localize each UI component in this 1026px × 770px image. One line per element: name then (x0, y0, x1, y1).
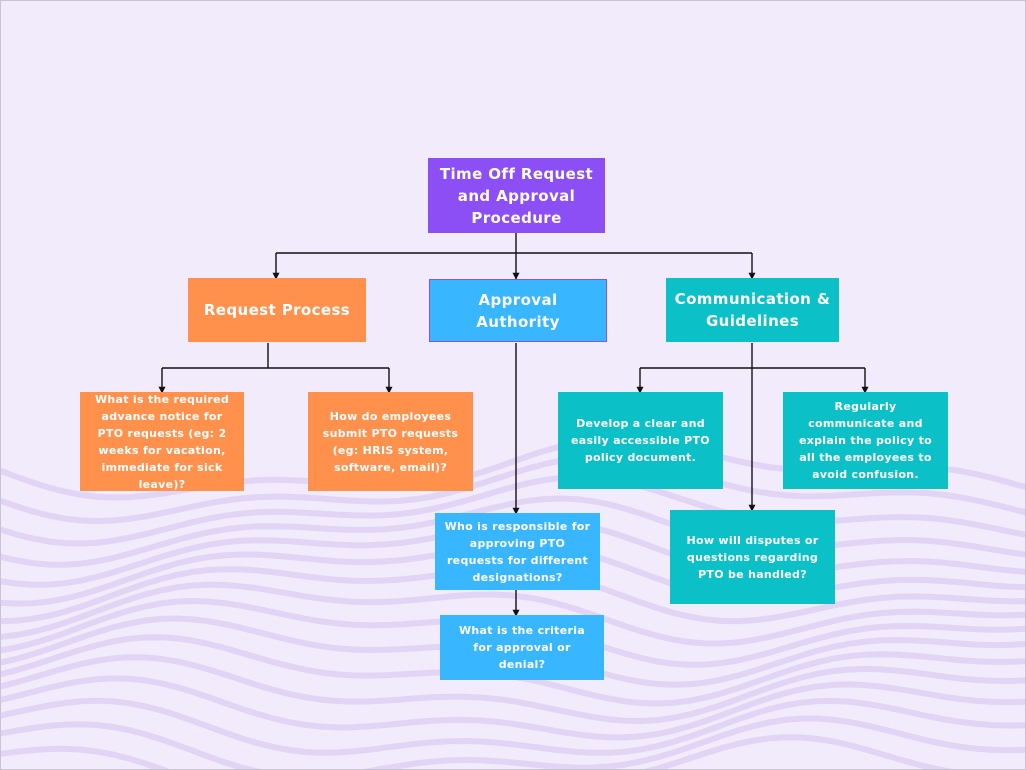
submit-requests-text: How do employees submit PTO requests (eg… (322, 409, 459, 474)
approval-authority-label: Approval Authority (476, 290, 560, 331)
policy-document-text: Develop a clear and easily accessible PT… (571, 417, 710, 464)
request-process-node: Request Process (188, 278, 366, 342)
regular-communication-text: Regularly communicate and explain the po… (798, 400, 933, 481)
disputes-node: How will disputes or questions regarding… (670, 510, 835, 604)
wave-stripe (1, 654, 1025, 725)
responsible-approver-node: Who is responsible for approving PTO req… (435, 513, 600, 590)
disputes-text: How will disputes or questions regarding… (686, 533, 819, 581)
wave-stripe (1, 715, 1025, 769)
root-label: Time Off Request and Approval Procedure (439, 164, 594, 227)
submit-requests-node: How do employees submit PTO requests (eg… (308, 392, 473, 491)
wave-stripe (1, 581, 1025, 647)
wave-stripe (1, 697, 1025, 756)
wave-stripe (1, 454, 1025, 525)
responsible-approver-text: Who is responsible for approving PTO req… (444, 519, 591, 584)
approval-criteria-node: What is the criteria for approval or den… (440, 615, 604, 680)
communication-node: Communication & Guidelines (666, 278, 839, 342)
policy-document-node: Develop a clear and easily accessible PT… (558, 392, 723, 489)
regular-communication-node: Regularly communicate and explain the po… (783, 392, 948, 489)
wave-stripe (1, 474, 1025, 547)
wave-stripe (1, 675, 1025, 741)
request-process-label: Request Process (203, 301, 351, 319)
advance-notice-node: What is the required advance notice for … (80, 392, 244, 491)
approval-criteria-text: What is the criteria for approval or den… (458, 624, 586, 671)
communication-label: Communication & Guidelines (674, 290, 831, 330)
wave-stripe (1, 734, 954, 769)
root-node: Time Off Request and Approval Procedure (428, 158, 605, 233)
wave-stripe (1, 495, 1025, 568)
advance-notice-text: What is the required advance notice for … (94, 392, 230, 491)
approval-authority-node: Approval Authority (429, 279, 607, 342)
